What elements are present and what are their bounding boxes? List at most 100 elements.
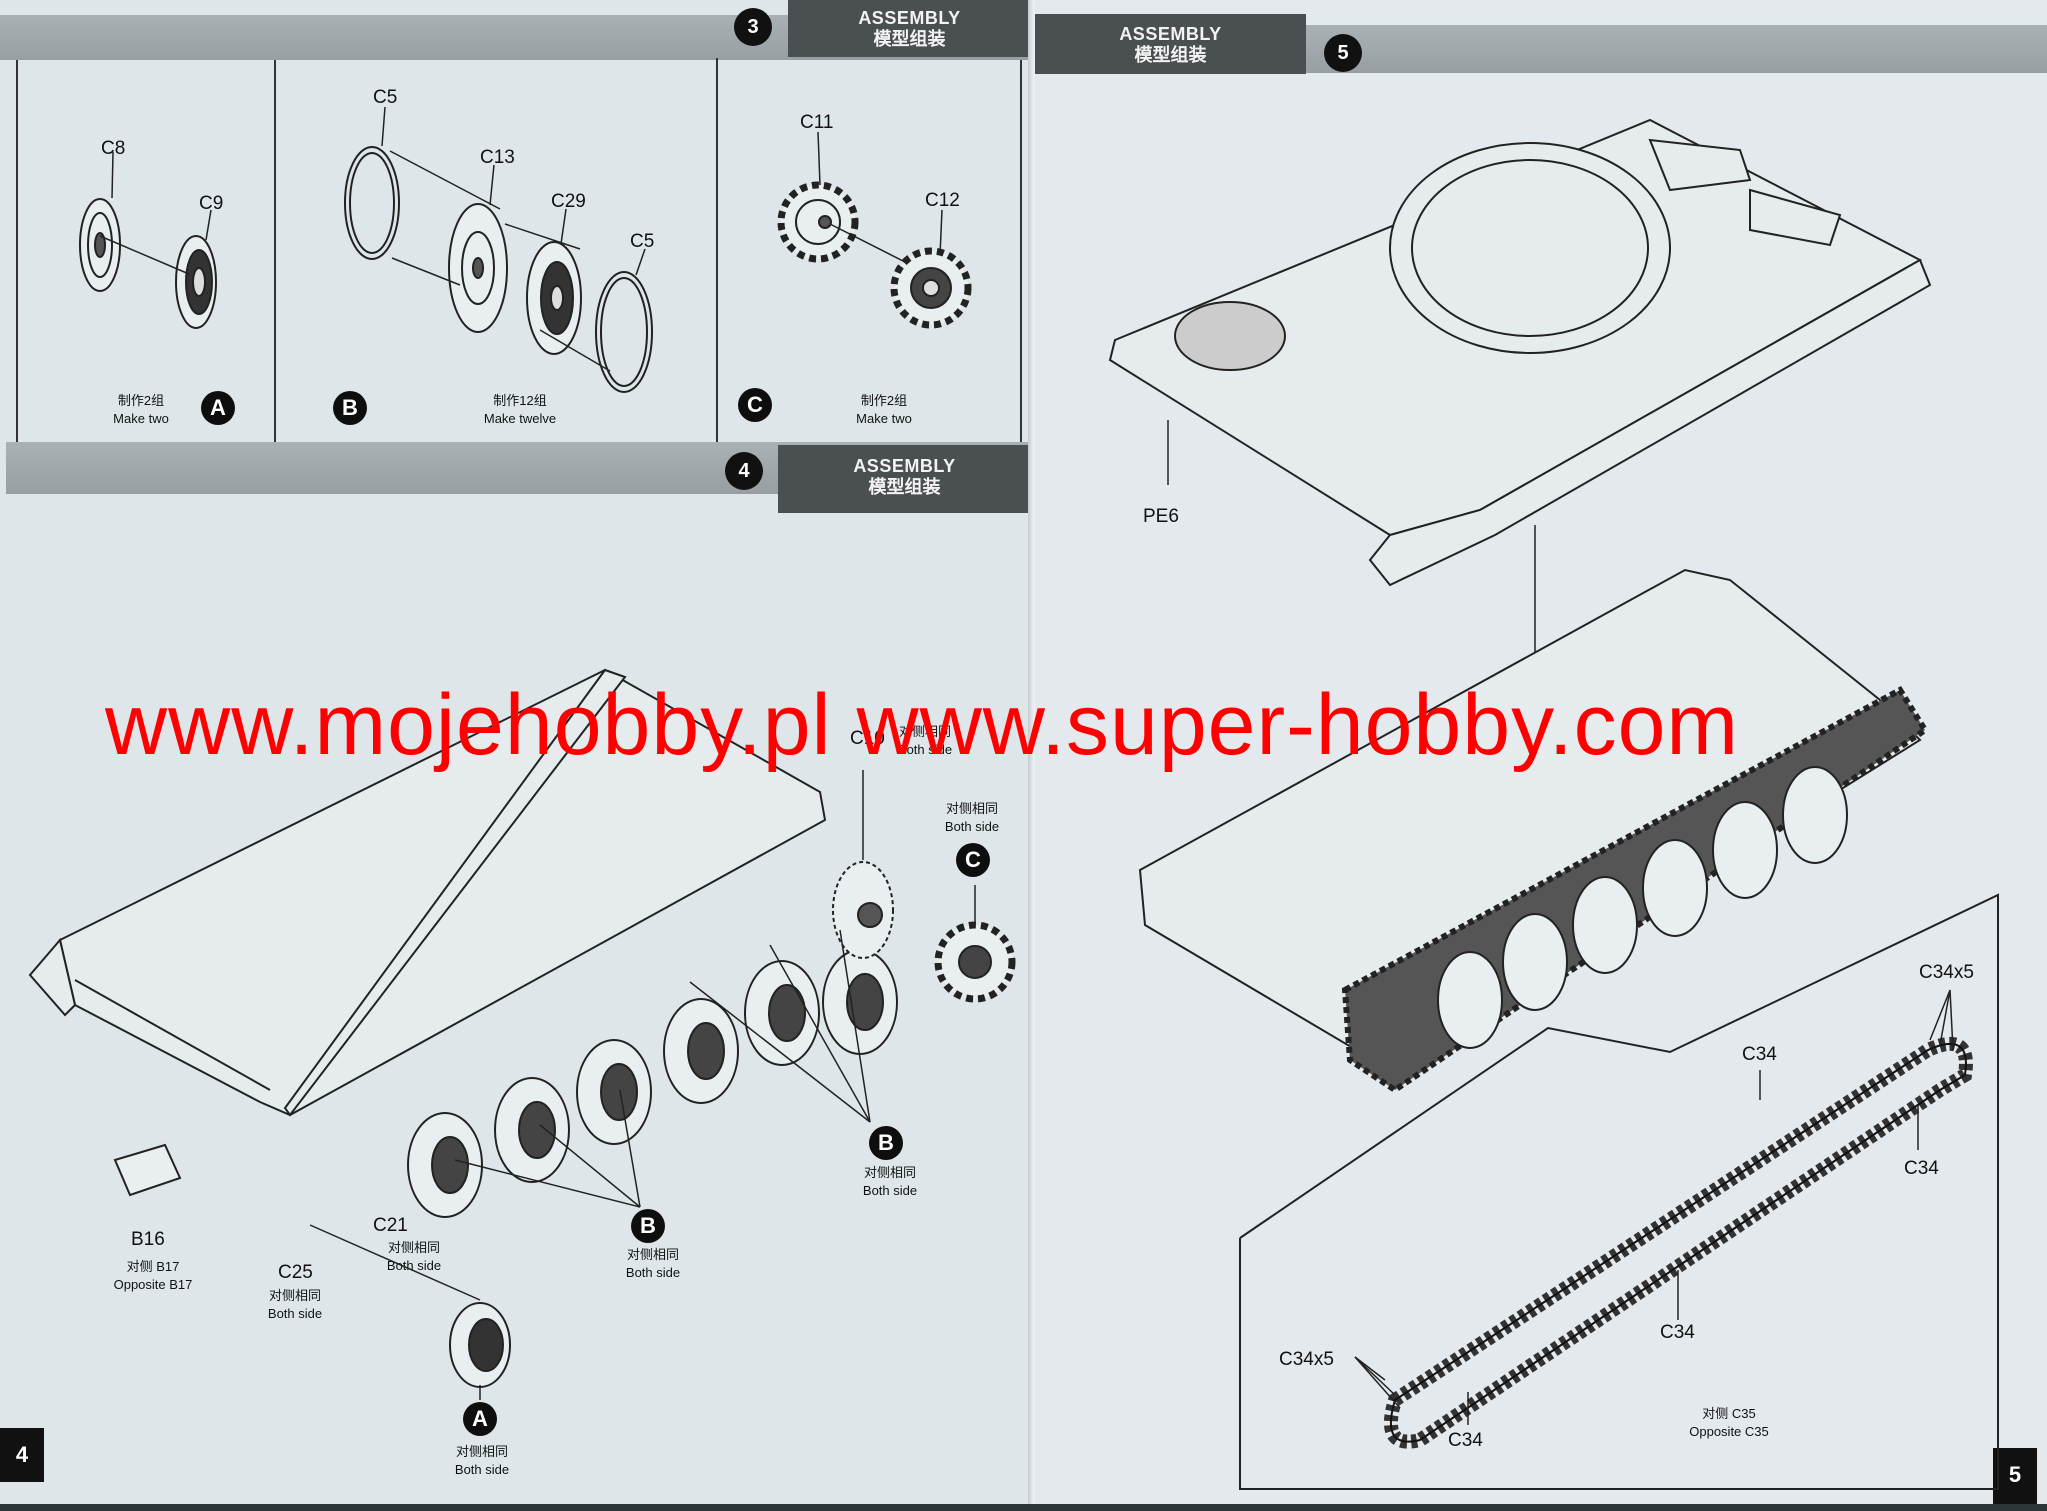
b16-note: 对侧 B17 Opposite B17 [114, 1258, 193, 1294]
part-label-c13: C13 [480, 147, 515, 168]
c9-wheel-part [175, 235, 217, 329]
track-link-loop [1384, 1036, 1973, 1449]
opposite-c35-note: 对侧 C35 Opposite C35 [1689, 1405, 1769, 1441]
part-label-c10: C10 [850, 728, 885, 749]
part-label-c25: C25 [278, 1262, 313, 1283]
c11-sprocket-part [777, 181, 859, 263]
panel-c-note-en: Make two [856, 411, 912, 426]
wheels-b-badge-right: B [869, 1126, 903, 1160]
b16-note-en: Opposite B17 [113, 1277, 193, 1292]
panel-a-badge: A [201, 391, 235, 425]
c10-note-en: Both side [897, 742, 953, 757]
wheels-b-note-right-zh: 对侧相同 [863, 1165, 917, 1180]
c13-wheel-part [448, 203, 508, 333]
c5-ring-part-2 [595, 271, 653, 393]
c10-note-zh: 对侧相同 [898, 724, 952, 739]
sprocket-note-zh: 对侧相同 [945, 801, 999, 816]
part-label-c34-right: C34 [1904, 1158, 1939, 1179]
step3-title: ASSEMBLY 模型组装 [788, 0, 1031, 57]
c21-note-zh: 对侧相同 [387, 1240, 441, 1255]
step4-title-en: ASSEMBLY [853, 456, 956, 476]
sprocket-note-en: Both side [944, 819, 1000, 834]
part-label-c34-bottom: C34 [1448, 1430, 1483, 1451]
idler-a-note-en: Both side [454, 1462, 510, 1477]
sprocket-note: 对侧相同 Both side [945, 800, 999, 836]
idler-a-note: 对侧相同 Both side [455, 1443, 509, 1479]
lower-hull-drawing [28, 668, 827, 1117]
part-label-c9: C9 [199, 193, 224, 214]
step4-number: 4 [725, 452, 763, 490]
left-page: 3 ASSEMBLY 模型组装 C8 C9 制作2组 Make two A C5… [0, 0, 1031, 1504]
wheels-b-note-mid-en: Both side [625, 1265, 681, 1280]
c10-note: 对侧相同 Both side [898, 723, 952, 759]
c12-sprocket-part [890, 247, 972, 329]
wheels-b-note-mid: 对侧相同 Both side [626, 1246, 680, 1282]
opposite-c35-note-zh: 对侧 C35 [1702, 1406, 1756, 1421]
panel-b-note-zh: 制作12组 [493, 393, 547, 408]
c10-drive-housing [832, 861, 894, 959]
wheels-b-note-mid-zh: 对侧相同 [626, 1247, 680, 1262]
page-number-right: 5 [1993, 1448, 2037, 1504]
part-label-c34-top: C34 [1742, 1044, 1777, 1065]
wheels-b-note-right-en: Both side [862, 1183, 918, 1198]
step5-title-en: ASSEMBLY [1119, 24, 1222, 44]
step5-title: ASSEMBLY 模型组装 [1035, 14, 1306, 74]
part-label-c5-bottom: C5 [630, 231, 655, 252]
part-label-c34x5-top: C34x5 [1919, 962, 1974, 983]
c21-note-en: Both side [386, 1258, 442, 1273]
step3-title-en: ASSEMBLY [858, 8, 961, 28]
step5-number: 5 [1324, 34, 1362, 72]
watermark-text: www.mojehobby.pl www.super-hobby.com [105, 677, 1740, 773]
hull-road-wheels [1437, 766, 1848, 1049]
wheels-b-badge-mid: B [631, 1209, 665, 1243]
c25-note-en: Both side [267, 1306, 323, 1321]
panel-c-note: 制作2组 Make two [856, 392, 912, 428]
part-label-c34-mid: C34 [1660, 1322, 1695, 1343]
b16-note-zh: 对侧 B17 [126, 1259, 180, 1274]
road-wheels-drawing [407, 949, 898, 1218]
upper-hull-drawing [1108, 118, 1932, 587]
step4-title: ASSEMBLY 模型组装 [778, 445, 1031, 513]
step5-title-zh: 模型组装 [1134, 45, 1207, 65]
c21-note: 对侧相同 Both side [387, 1239, 441, 1275]
c29-wheel-part [526, 241, 582, 355]
opposite-c35-note-en: Opposite C35 [1689, 1424, 1769, 1439]
panel-b-badge: B [333, 391, 367, 425]
panel-a-note-zh: 制作2组 [117, 393, 165, 408]
c25-note: 对侧相同 Both side [268, 1287, 322, 1323]
panel-c-note-zh: 制作2组 [860, 393, 908, 408]
idler-a-badge: A [463, 1402, 497, 1436]
step3-divider-1 [274, 60, 276, 444]
part-label-c5-top: C5 [373, 87, 398, 108]
track-detail-outline [1239, 893, 1999, 1490]
part-label-c11: C11 [800, 112, 834, 133]
panel-b-note-en: Make twelve [483, 411, 557, 426]
step3-number: 3 [734, 8, 772, 46]
step3-divider-2 [716, 58, 718, 444]
step4-title-zh: 模型组装 [868, 477, 941, 497]
idler-a-note-zh: 对侧相同 [455, 1444, 509, 1459]
part-label-b16: B16 [131, 1229, 165, 1250]
sprocket-c-badge: C [956, 843, 990, 877]
part-label-c21: C21 [373, 1215, 408, 1236]
panel-a-note-en: Make two [113, 411, 169, 426]
step3-title-zh: 模型组装 [873, 29, 946, 49]
c25-note-zh: 对侧相同 [268, 1288, 322, 1303]
c5-ring-part [344, 146, 400, 260]
idler-wheel-a-drawing [449, 1302, 511, 1388]
part-label-c29: C29 [551, 191, 586, 212]
c8-wheel-part [79, 198, 121, 292]
part-label-c8: C8 [101, 138, 126, 159]
panel-b-note: 制作12组 Make twelve [484, 392, 556, 428]
assembly-arrow [99, 235, 190, 275]
panel-c-badge: C [738, 388, 772, 422]
wheels-b-note-right: 对侧相同 Both side [863, 1164, 917, 1200]
panel-a-note: 制作2组 Make two [113, 392, 169, 428]
page-number-left: 4 [0, 1428, 44, 1482]
part-label-c34x5-left: C34x5 [1279, 1349, 1334, 1370]
b16-bracket-drawing [113, 1143, 182, 1197]
part-label-pe6: PE6 [1143, 506, 1179, 527]
part-label-c12: C12 [925, 190, 960, 211]
sprocket-c-drawing [934, 921, 1016, 1003]
